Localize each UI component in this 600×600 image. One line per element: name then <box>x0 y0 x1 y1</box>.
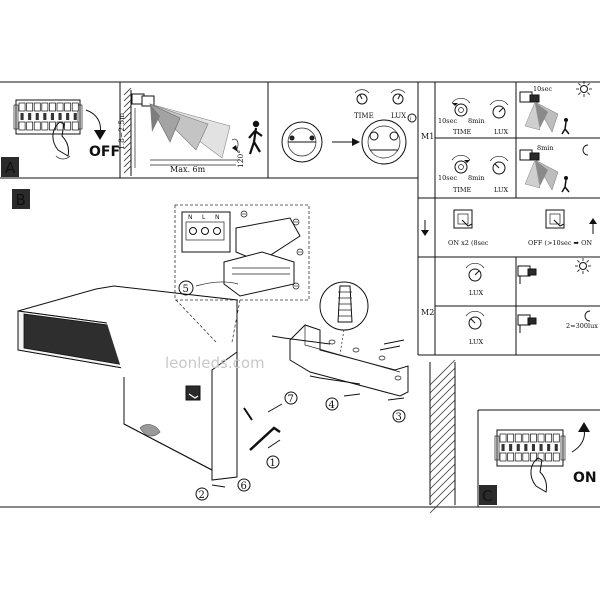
panel-detection-range: 1.8~2.5m Max. 6m 120° <box>117 87 263 176</box>
sun-icon <box>575 258 591 274</box>
sensor-closed-icon <box>281 121 323 163</box>
step-marker-6: 6 <box>237 478 251 492</box>
step-marker-3: 3 <box>387 397 406 423</box>
arrow-up-icon <box>571 422 590 453</box>
switch-icon <box>453 209 473 229</box>
lux-knob-icon <box>489 155 509 175</box>
sun-icon <box>576 81 592 97</box>
panel-b-installation: B N L N <box>12 189 456 514</box>
angle-label: 120° <box>236 150 245 168</box>
off-label: OFF <box>89 144 120 160</box>
terminal-label-n2: N <box>215 214 220 221</box>
m1-day-lux-label: LUX <box>494 128 508 136</box>
m2-label: M2 <box>421 308 434 317</box>
mounting-bracket <box>289 324 409 397</box>
arrow-down-icon <box>85 109 106 140</box>
panel-b-label: B <box>16 191 26 209</box>
on-label: ON <box>573 470 597 486</box>
hand-icon <box>530 457 547 493</box>
m2-lux-top-label: LUX <box>469 289 483 297</box>
sensor-open-icon <box>361 119 407 165</box>
m1-day-time-label: TIME <box>453 128 472 136</box>
manual-override-row: ON x2 (8sec OFF (>10sec ➡ ON <box>421 209 597 247</box>
svg-text:i: i <box>410 117 411 123</box>
step-marker-7: 7 <box>267 391 298 413</box>
max-distance-label: Max. 6m <box>170 165 206 174</box>
m1-night-time-max: 8min <box>468 174 485 182</box>
terminal-label-n1: N <box>188 214 193 221</box>
breaker-icon <box>13 99 83 135</box>
moon-icon <box>582 144 589 156</box>
svg-text:5: 5 <box>183 284 189 295</box>
lamp-icon <box>517 314 537 333</box>
switch-icon <box>545 209 565 229</box>
panel-c-label-box <box>479 485 497 505</box>
time-knob-icon <box>354 89 370 105</box>
terminal-label-l: L <box>202 214 206 221</box>
screws <box>271 335 405 385</box>
m1-night-row: 10sec 8min TIME LUX 8min <box>438 144 589 194</box>
svg-text:1: 1 <box>270 458 276 469</box>
panel-c-breaker-on: C ON <box>479 422 597 505</box>
lamp-detection-icon <box>519 91 570 135</box>
step-marker-4: 4 <box>325 393 361 411</box>
time-knob-icon <box>451 154 471 174</box>
m2-night-value: 2=300lux <box>566 322 598 330</box>
mode-m2-section: M2 LUX LUX 2=300lux <box>421 258 598 346</box>
panel-c-label: C <box>482 487 492 505</box>
arrow-right-icon <box>332 138 360 146</box>
m1-night-readout: 8min <box>537 144 554 152</box>
step-marker-1: 1 <box>266 439 281 469</box>
m1-day-time-max: 8min <box>468 117 485 125</box>
lux-knob-icon <box>465 262 485 282</box>
wall-section <box>429 359 456 514</box>
wall-plug-detail <box>319 281 369 355</box>
knob-time-label: TIME <box>354 112 374 120</box>
step-marker-2: 2 <box>195 484 226 501</box>
lamp-icon <box>517 265 537 284</box>
lux-knob-icon <box>390 89 406 105</box>
svg-text:4: 4 <box>329 400 335 411</box>
time-knob-icon <box>451 97 471 117</box>
arrow-down-icon <box>421 220 429 236</box>
moon-icon <box>584 310 591 322</box>
lux-knob-icon <box>465 310 485 330</box>
height-label: 1.8~2.5m <box>117 113 126 150</box>
off-sequence-label: ON x2 (8sec <box>448 239 489 247</box>
panel-borders <box>0 81 600 508</box>
m1-night-time-min: 10sec <box>438 174 457 182</box>
svg-text:6: 6 <box>241 481 247 492</box>
watermark: leonleds.com <box>165 354 265 372</box>
panel-a-label-box <box>1 157 19 177</box>
m1-day-row: 10sec 8min TIME LUX 10sec <box>438 81 592 136</box>
m1-day-readout: 10sec <box>533 85 552 93</box>
terminal-box-inset: N L N <box>174 204 310 343</box>
m1-label: M1 <box>421 132 434 141</box>
allen-key-icon <box>243 407 281 451</box>
lamp-detection-icon <box>519 149 570 193</box>
lamp-body <box>17 285 238 481</box>
panel-a-label: A <box>5 159 16 177</box>
on-sequence-label: OFF (>10sec ➡ ON <box>528 239 592 247</box>
arrow-up-icon <box>589 218 597 234</box>
m1-night-lux-label: LUX <box>494 186 508 194</box>
step-marker-5: 5 <box>178 280 194 296</box>
breaker-icon <box>494 429 566 467</box>
walking-person-icon <box>248 120 263 155</box>
hand-icon <box>52 121 71 160</box>
m2-lux-bottom-label: LUX <box>469 338 483 346</box>
svg-text:2: 2 <box>199 490 205 501</box>
m1-day-time-min: 10sec <box>438 117 457 125</box>
svg-text:3: 3 <box>396 412 402 423</box>
panel-a-breaker-off: A OFF <box>1 99 120 177</box>
lux-knob-icon <box>489 99 509 119</box>
m1-night-time-label: TIME <box>453 186 472 194</box>
panel-b-label-box <box>12 189 30 209</box>
mode-m1-section: M1 10sec 8min TIME LUX 10sec <box>421 81 592 194</box>
knob-lux-label: LUX <box>391 112 406 120</box>
svg-text:7: 7 <box>288 394 294 405</box>
panel-knob-adjust: TIME LUX i <box>281 89 417 165</box>
